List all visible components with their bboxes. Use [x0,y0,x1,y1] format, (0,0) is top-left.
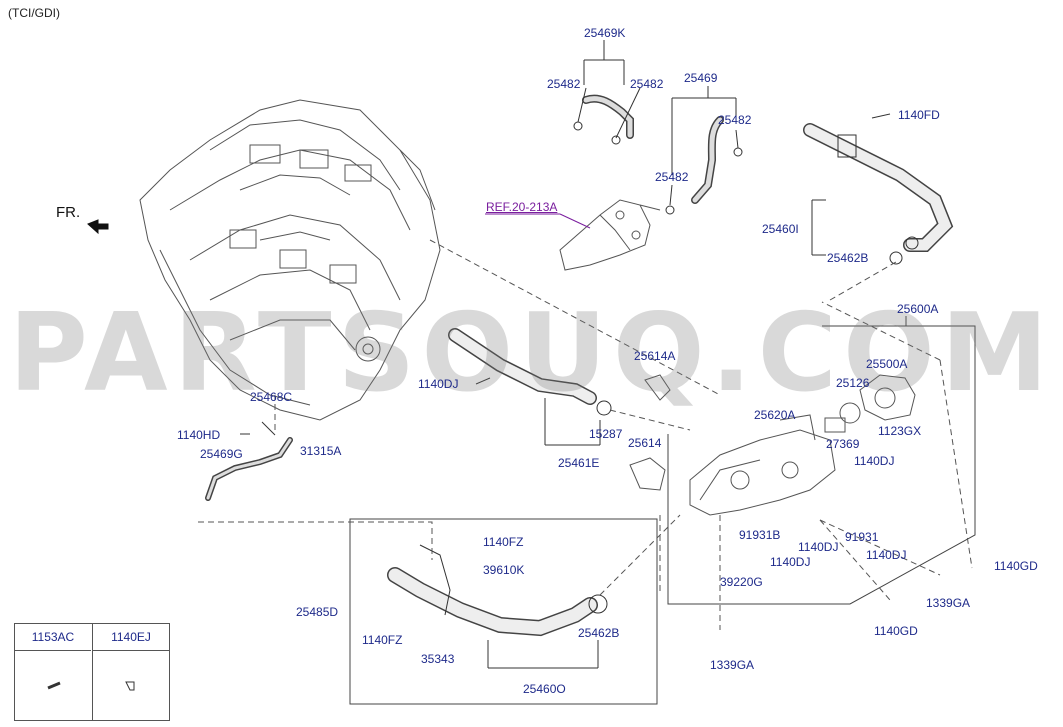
lower-pipe-frame [349,518,658,705]
callout-1140FD[interactable]: 1140FD [898,108,940,122]
fastener-legend-table: 1153AC 1140EJ [14,623,170,721]
callout-1140DJ[interactable]: 1140DJ [770,555,811,569]
callout-91931[interactable]: 91931 [845,530,879,544]
callout-25468C[interactable]: 25468C [250,390,293,404]
callout-25600A[interactable]: 25600A [897,302,939,316]
callout-25482[interactable]: 25482 [718,113,752,127]
callout-31315A[interactable]: 31315A [300,444,342,458]
callout-1339GA[interactable]: 1339GA [710,658,755,672]
front-arrow-icon [87,219,109,235]
water-pump-illustration [839,374,916,424]
callout-25500A[interactable]: 25500A [866,357,908,371]
hose-25469G-illustration [205,421,293,501]
callout-25482[interactable]: 25482 [655,170,689,184]
callout-1123GX[interactable]: 1123GX [878,424,922,438]
callout-1140DJ[interactable]: 1140DJ [798,540,839,554]
hose-25469-illustration [665,86,743,215]
callout-25614[interactable]: 25614 [628,436,662,450]
pipe-25460I-illustration [803,113,954,265]
callout-1140GD[interactable]: 1140GD [874,624,918,638]
callout-25469[interactable]: 25469 [684,71,718,85]
water-outlet-housing-illustration [629,374,846,516]
front-direction-label: FR. [56,204,81,221]
callout-25126[interactable]: 25126 [836,376,870,390]
callout-39610K[interactable]: 39610K [483,563,525,577]
callout-1140DJ[interactable]: 1140DJ [418,377,459,391]
hose-25469K-illustration [573,40,641,145]
callout-1140FZ[interactable]: 1140FZ [483,535,524,549]
callout-1140DJ[interactable]: 1140DJ [866,548,907,562]
reference-link[interactable]: REF.20-213A [486,200,558,214]
engine-block-illustration [139,99,441,421]
callout-25469K[interactable]: 25469K [584,26,626,40]
callout-25462B[interactable]: 25462B [578,626,620,640]
callout-25620A[interactable]: 25620A [754,408,796,422]
callout-39220G[interactable]: 39220G [720,575,763,589]
callout-1339GA[interactable]: 1339GA [926,596,971,610]
intake-fitting-illustration [559,199,661,271]
callout-25485D[interactable]: 25485D [296,605,339,619]
legend-header-1153AC[interactable]: 1153AC [15,624,91,651]
variant-label: (TCI/GDI) [8,6,60,20]
callout-25482[interactable]: 25482 [630,77,664,91]
assembly-frame-25600A [667,325,976,605]
callout-1140GD[interactable]: 1140GD [994,559,1038,573]
callout-27369[interactable]: 27369 [826,437,860,451]
callout-25460O[interactable]: 25460O [523,682,566,696]
callout-35343[interactable]: 35343 [421,652,455,666]
callout-15287[interactable]: 15287 [589,427,623,441]
callout-25469G[interactable]: 25469G [200,447,243,461]
pipe-25460O-illustration [387,544,608,669]
pipe-25461E-illustration [448,328,612,446]
callout-1140FZ[interactable]: 1140FZ [362,633,403,647]
legend-divider [92,624,93,720]
legend-part-icons [47,681,135,691]
callout-25614A[interactable]: 25614A [634,349,676,363]
callout-1140DJ[interactable]: 1140DJ [854,454,895,468]
legend-header-1140EJ[interactable]: 1140EJ [93,624,169,651]
callout-25461E[interactable]: 25461E [558,456,600,470]
callout-1140HD[interactable]: 1140HD [177,428,221,442]
callout-25460I[interactable]: 25460I [762,222,799,236]
callout-25462B[interactable]: 25462B [827,251,869,265]
callout-25482[interactable]: 25482 [547,77,581,91]
callout-91931B[interactable]: 91931B [739,528,781,542]
